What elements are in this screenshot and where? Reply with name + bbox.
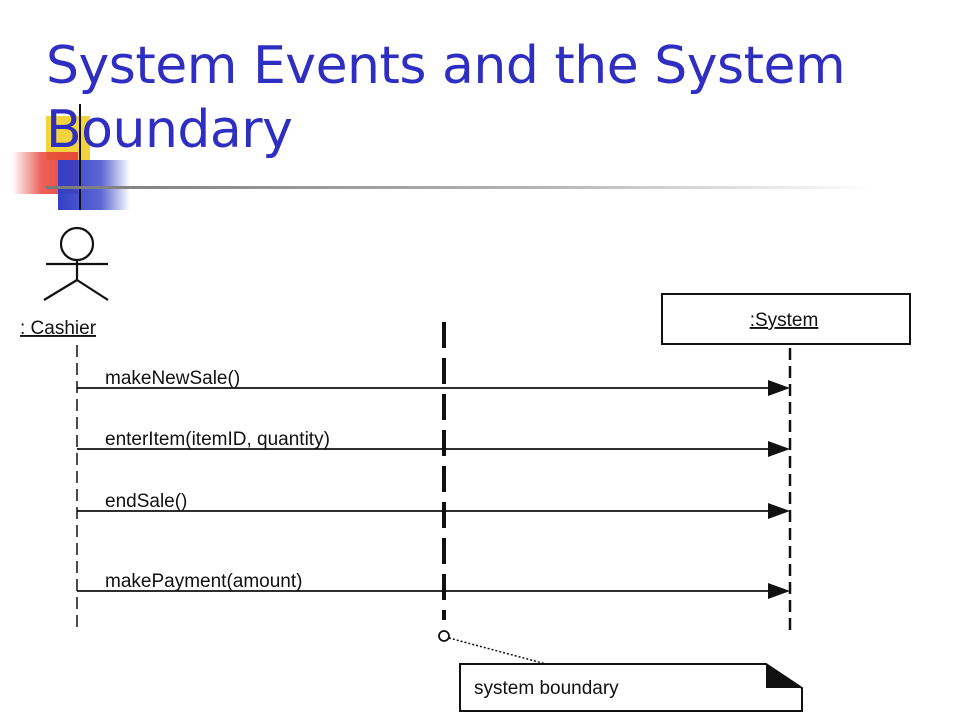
message-arrowhead (768, 380, 790, 396)
message-end-sale: endSale() (77, 491, 790, 519)
message-label: makeNewSale() (105, 368, 240, 389)
message-make-payment: makePayment(amount) (77, 571, 790, 599)
system-boundary-note: system boundary (459, 663, 803, 712)
message-arrowhead (768, 441, 790, 457)
note-folded-corner (766, 664, 802, 688)
message-make-new-sale: makeNewSale() (77, 368, 790, 396)
actor-head (59, 226, 95, 262)
system-object-box (661, 293, 911, 345)
page-title: System Events and the System Boundary (46, 36, 846, 160)
note-anchor-line (448, 637, 547, 665)
title-rule (46, 186, 876, 189)
message-arrowhead (768, 503, 790, 519)
actor-right-leg (76, 279, 109, 301)
sequence-diagram: : Cashier :System makeNewSale() enterIte… (20, 226, 911, 712)
note-box (459, 663, 803, 712)
actor-label: : Cashier (20, 318, 97, 339)
message-label: enterItem(itemID, quantity) (105, 429, 330, 450)
system-object-label: :System (750, 310, 819, 331)
message-enter-item: enterItem(itemID, quantity) (77, 429, 790, 457)
actor-left-leg (43, 279, 78, 301)
message-label: makePayment(amount) (105, 571, 302, 592)
note-label: system boundary (474, 678, 619, 699)
note-anchor-circle (438, 630, 450, 642)
cashier-actor (43, 226, 109, 301)
message-label: endSale() (105, 491, 187, 512)
message-arrowhead (768, 583, 790, 599)
